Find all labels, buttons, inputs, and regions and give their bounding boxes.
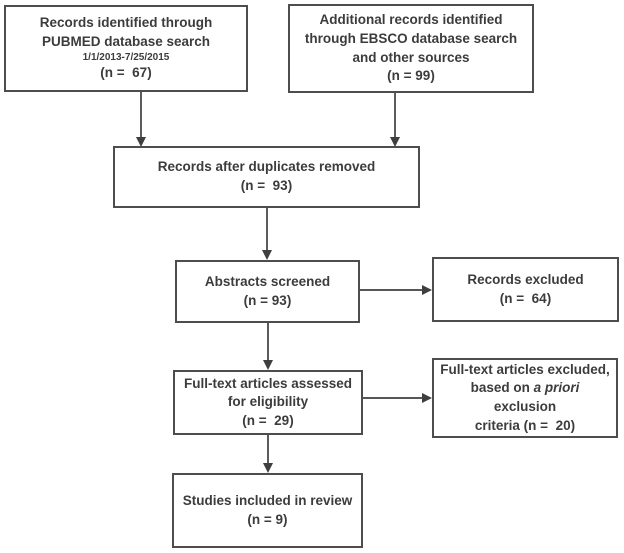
arrow-duplicates-to-abstracts: [262, 208, 272, 260]
count-text: criteria (n = 20): [474, 417, 576, 433]
arrow-fulltext-to-included: [263, 435, 273, 473]
count-text: (n = 67): [100, 65, 152, 81]
arrow-abstracts-to-records-excluded: [360, 285, 432, 295]
box-text-line: Records identified through: [39, 15, 213, 31]
box-duplicates-removed: Records after duplicates removed (n = 93…: [113, 146, 420, 208]
box-abstracts-screened: Abstracts screened (n = 93): [175, 260, 360, 323]
box-text-line: Abstracts screened: [204, 273, 331, 289]
arrowhead-down-icon: [263, 360, 273, 370]
box-text-line: and other sources: [352, 49, 470, 65]
arrow-pubmed-to-duplicates: [136, 92, 146, 147]
box-records-excluded: Records excluded (n = 64): [432, 257, 619, 322]
count-text: (n = 29): [242, 412, 294, 428]
box-text-line: Full-text articles assessed: [183, 375, 353, 391]
box-text-line: Records excluded: [467, 271, 584, 287]
box-text-line: Additional records identified: [319, 12, 503, 28]
box-text-line: based on a priori exclusion: [440, 379, 610, 416]
count-text: (n = 99): [387, 68, 435, 84]
box-text-line: for eligibility: [227, 394, 309, 410]
box-text-segment: exclusion: [493, 380, 584, 414]
box-text-line: PUBMED database search: [41, 33, 211, 49]
box-records-identified-ebsco: Additional records identified through EB…: [288, 4, 534, 93]
arrow-fulltext-to-fulltext-excluded: [363, 393, 432, 403]
arrowhead-down-icon: [262, 250, 272, 260]
count-text: (n = 9): [247, 511, 288, 527]
box-text-line: Full-text articles excluded,: [440, 361, 610, 377]
box-text-line: through EBSCO database search: [304, 30, 518, 46]
arrowhead-right-icon: [422, 393, 432, 403]
arrow-ebsco-to-duplicates: [390, 93, 400, 147]
count-text: (n = 64): [499, 290, 552, 306]
box-fulltext-excluded: Full-text articles excluded, based on a …: [432, 358, 618, 438]
box-records-identified-pubmed: Records identified through PUBMED databa…: [4, 5, 248, 92]
box-fulltext-assessed: Full-text articles assessed for eligibil…: [173, 370, 363, 435]
arrowhead-right-icon: [422, 285, 432, 295]
count-text: (n = 93): [240, 178, 293, 193]
box-text-segment: based on: [470, 380, 534, 396]
box-text-line: Records after duplicates removed: [157, 159, 376, 175]
arrow-abstracts-to-fulltext: [263, 323, 273, 370]
arrowhead-down-icon: [263, 463, 273, 473]
box-text-line: Studies included in review: [182, 492, 353, 508]
italic-text-a-priori: a priori: [533, 380, 580, 396]
box-studies-included: Studies included in review (n = 9): [172, 473, 363, 548]
date-range-text: 1/1/2013-7/25/2015: [82, 52, 170, 64]
count-text: (n = 93): [243, 292, 292, 308]
